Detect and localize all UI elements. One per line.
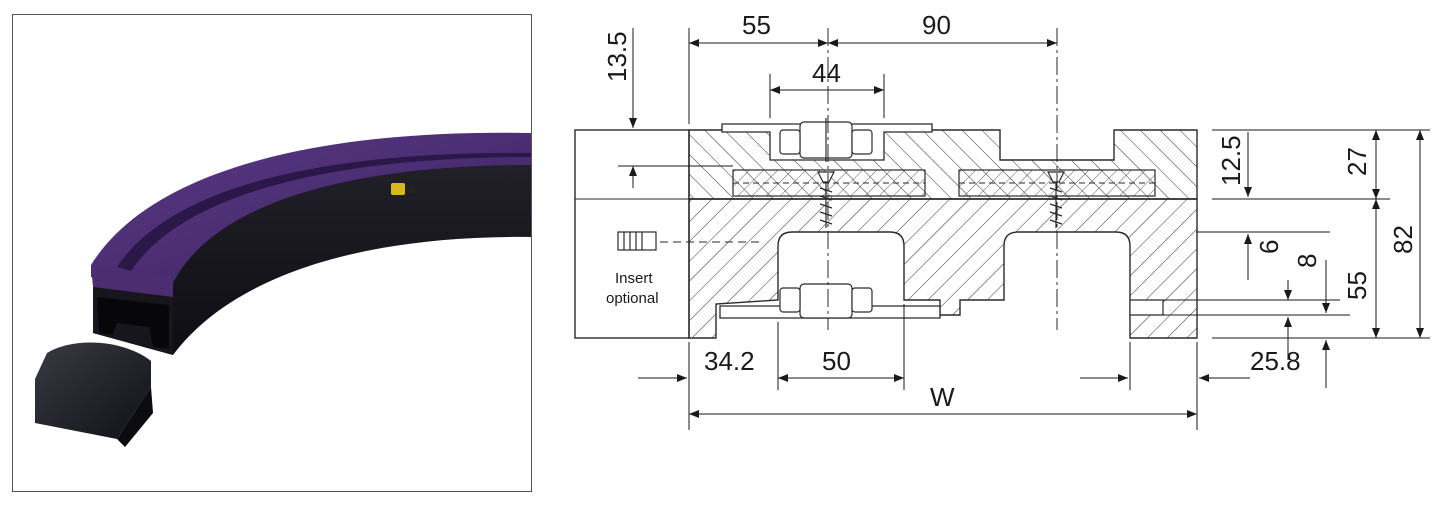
rail-top-front [91, 265, 173, 297]
dim-55-side: 55 [1342, 271, 1372, 300]
dim-50: 50 [822, 346, 851, 376]
upper-chain-link [779, 118, 873, 162]
dim-82: 82 [1388, 225, 1418, 254]
rail-profile-cut [97, 297, 169, 349]
dim-25-8: 25.8 [1250, 346, 1301, 376]
cross-section-svg: Insert optional [574, 10, 1430, 430]
screw-left [817, 171, 835, 228]
dim-6: 6 [1254, 240, 1284, 254]
right-lower-slot [1129, 299, 1164, 316]
screw-right [1047, 171, 1065, 228]
lower-chain-link [779, 283, 873, 319]
curved-guide-rail-photo [35, 132, 531, 447]
product-photo-panel [12, 14, 532, 492]
dim-13-5: 13.5 [602, 31, 632, 82]
dim-55-top: 55 [742, 10, 771, 40]
dim-90: 90 [922, 10, 951, 40]
brand-logo-icon [391, 183, 415, 195]
end-cap-piece [35, 342, 151, 439]
dim-12-5: 12.5 [1216, 135, 1246, 186]
dim-w: W [930, 382, 955, 412]
insert-label-line2: optional [606, 290, 659, 307]
lower-profile-section [688, 198, 1198, 339]
insert-icon [617, 231, 657, 251]
rail-top-surface [91, 132, 531, 283]
insert-label-line1: Insert [615, 270, 653, 287]
dim-34-2: 34.2 [704, 346, 755, 376]
dim-8: 8 [1292, 254, 1322, 268]
rail-top-groove [117, 152, 531, 271]
end-cap-face [117, 387, 153, 447]
dim-44: 44 [812, 58, 841, 88]
cross-section-drawing: Insert optional [560, 0, 1440, 504]
dim-27: 27 [1342, 147, 1372, 176]
